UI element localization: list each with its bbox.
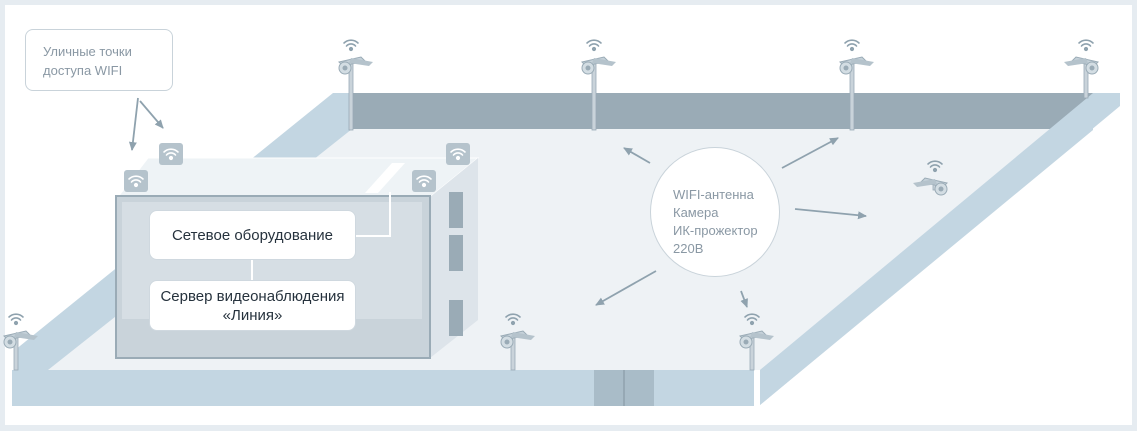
legend-camera: Камера [673, 205, 719, 220]
legend-wifi-antenna: WIFI-антенна [673, 187, 754, 202]
callout-line-1: Уличные точки [43, 44, 132, 59]
legend-power: 220В [673, 241, 704, 256]
network-equipment-label: Сетевое оборудование [171, 226, 334, 244]
fence-back [352, 93, 1093, 129]
camera-pole-icon [739, 313, 775, 371]
callout-line-2: доступа WIFI [43, 63, 123, 78]
video-server-label-line-2: «Линия» [222, 306, 283, 324]
camera-pole-icon [581, 39, 617, 131]
equipment-legend-circle: WIFI-антенна Камера ИК-прожектор 220В [650, 147, 780, 277]
camera-pole-icon [3, 313, 39, 371]
legend-ir-projector: ИК-прожектор [673, 223, 758, 238]
connection-arrows [128, 97, 867, 308]
camera-pole-icon [1063, 39, 1099, 99]
camera-pole-icon [338, 39, 374, 131]
roof-wifi-access-points [124, 143, 470, 192]
video-server-box: Сервер видеонаблюдения «Линия» [149, 280, 356, 331]
camera-poles [3, 39, 1099, 371]
video-server-label-line-1: Сервер видеонаблюдения [160, 287, 345, 305]
camera-pole-icon [500, 313, 536, 371]
wifi-access-points-callout: Уличные точки доступа WIFI [25, 29, 173, 91]
network-equipment-box: Сетевое оборудование [149, 210, 356, 260]
camera-pole-icon [839, 39, 875, 131]
camera-pole-icon [912, 160, 948, 196]
fence-right-inner [760, 100, 1093, 405]
